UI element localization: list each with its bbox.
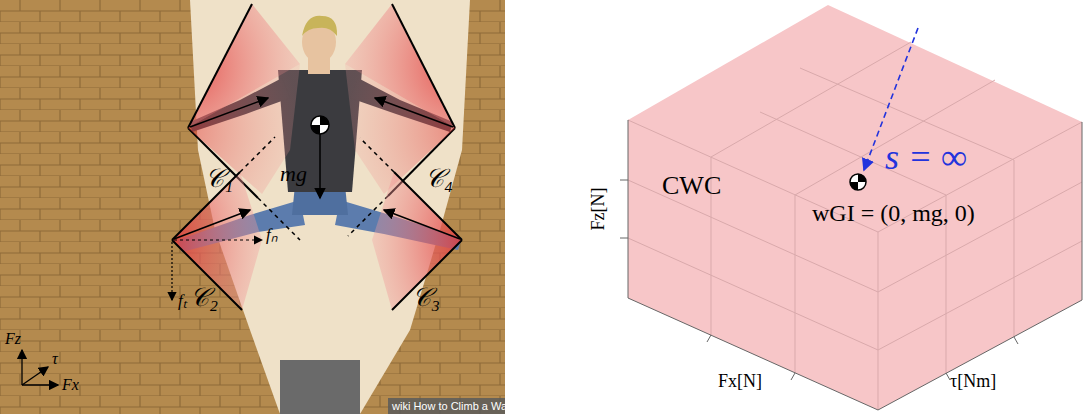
watermark: wiki How to Climb a Wall — [392, 400, 512, 412]
force-label: fₙ — [266, 226, 278, 245]
cone-label: 𝒞₂ — [190, 284, 218, 313]
cone-label: 𝒞₁ — [205, 165, 233, 194]
cone-label: 𝒞₃ — [412, 284, 440, 313]
axis-title: Fz[N] — [588, 187, 608, 230]
force-label: fₜ — [178, 292, 187, 311]
cone-label: 𝒞₄ — [425, 165, 453, 194]
axis-title: τ[Nm] — [950, 372, 996, 392]
floor — [280, 360, 360, 414]
axis-label: Fx — [62, 376, 79, 394]
axis-title: Fx[N] — [718, 372, 762, 392]
center-of-mass — [311, 116, 329, 198]
axes-triad — [22, 350, 58, 385]
axis-label: Fz — [5, 330, 21, 348]
wrench-label: wGI = (0, mg, 0) — [812, 200, 975, 226]
cwc-plot — [620, 5, 1082, 410]
force-label: mg — [280, 162, 307, 186]
axis-label: τ — [52, 350, 58, 368]
wall — [0, 0, 505, 414]
scale-label: s = ∞ — [885, 138, 967, 178]
friction-cones — [172, 4, 462, 310]
region-label: CWC — [662, 172, 721, 201]
